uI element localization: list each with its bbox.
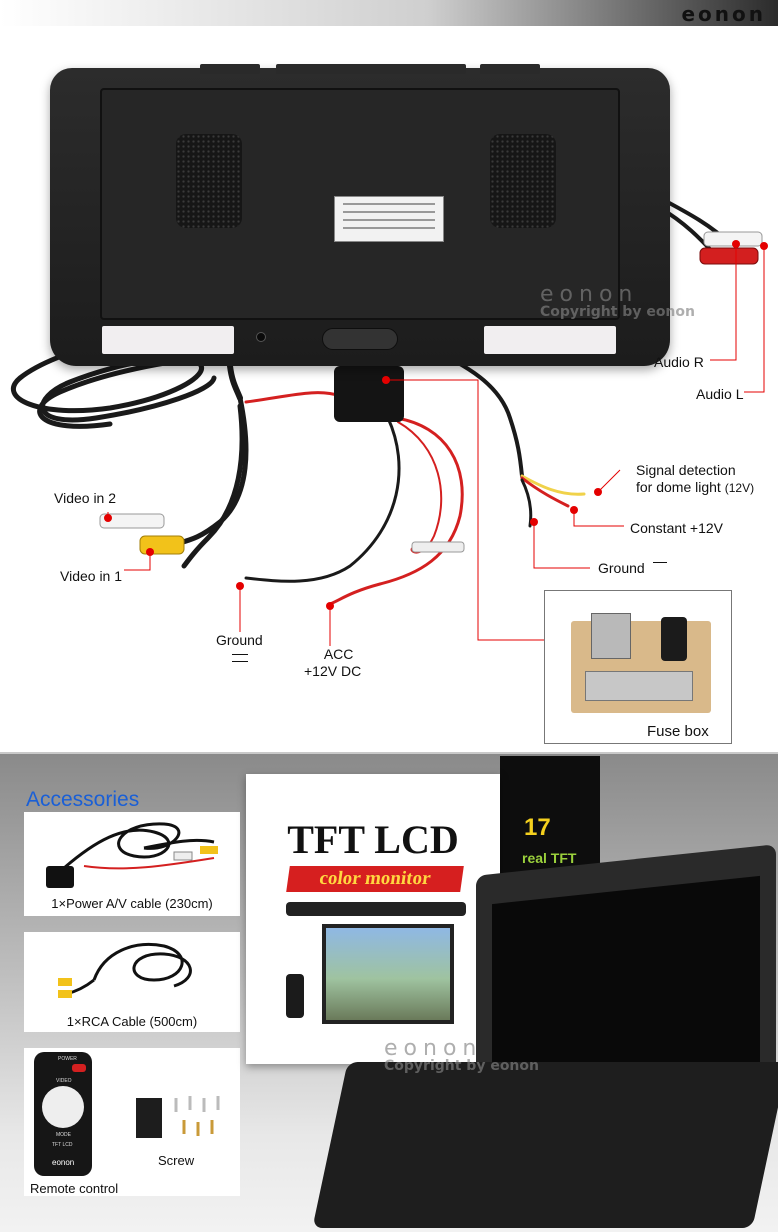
box-title: TFT LCD	[287, 817, 459, 862]
left-dome-light	[102, 326, 234, 354]
label-video-in-1: Video in 1	[60, 568, 123, 584]
callout-dot	[382, 376, 390, 384]
callout-dot	[146, 548, 154, 556]
accessories-section: Accessories 1×Power A/V cable (230cm) 1×…	[0, 754, 778, 1232]
label-fuse-box: Fuse box	[647, 723, 709, 740]
remote-dpad	[42, 1086, 84, 1128]
wiring-diagram: eonon Copyright by eonon Audio R Audio L…	[0, 26, 778, 752]
accessory-remote-and-screws: POWER VIDEO MODE TFT LCD eonon Screw Rem…	[24, 1048, 240, 1196]
label-signal-detection-line2: for dome light	[636, 479, 721, 495]
right-speaker-grille	[490, 134, 556, 228]
callout-dot	[530, 518, 538, 526]
callout-dot	[104, 514, 112, 522]
monitor-hinge	[276, 64, 466, 74]
ground-symbol-icon	[652, 562, 667, 572]
accessory-power-av-cable: 1×Power A/V cable (230cm)	[24, 812, 240, 916]
label-ground-right-text: Ground	[598, 560, 645, 576]
left-speaker-grille	[176, 134, 242, 228]
remote-model-label: TFT LCD	[52, 1142, 73, 1148]
remote-brand-label: eonon	[52, 1158, 75, 1167]
wiring-illustration	[11, 196, 765, 646]
remote-control-image: POWER VIDEO MODE TFT LCD eonon	[34, 1052, 92, 1176]
box-size-text: 17	[524, 814, 551, 841]
box-badge: real TFT	[522, 850, 577, 866]
remote-power-button	[72, 1064, 86, 1072]
callout-dot	[594, 488, 602, 496]
monitor-open-base	[312, 1062, 778, 1228]
ceiling-monitor-closed	[50, 64, 670, 366]
callout-dot	[760, 242, 768, 250]
label-acc: ACC +12V DC	[304, 646, 361, 680]
callout-dot	[570, 506, 578, 514]
brand-logo: eonon	[681, 2, 766, 26]
monitor-hinge	[200, 64, 260, 74]
right-dome-light	[484, 326, 616, 354]
fuse-box-pcb	[571, 613, 711, 713]
accessory-label: 1×RCA Cable (500cm)	[66, 1014, 198, 1029]
open-button	[322, 328, 398, 350]
callout-dot	[326, 602, 334, 610]
accessory-label-screw: Screw	[158, 1153, 195, 1168]
box-remote-photo	[286, 974, 304, 1018]
ir-sensor	[256, 332, 266, 342]
label-acc-line1: ACC	[323, 646, 354, 662]
accessories-title: Accessories	[26, 788, 140, 811]
callout-dot	[236, 582, 244, 590]
section-divider	[0, 752, 778, 754]
label-audio-r: Audio R	[654, 354, 704, 370]
remote-power-label: POWER	[58, 1056, 77, 1062]
ground-symbol-icon	[232, 654, 248, 662]
box-screen-photo	[322, 924, 454, 1024]
watermark-copyright: Copyright by eonon	[384, 1058, 539, 1074]
label-audio-l: Audio L	[696, 386, 744, 402]
header-bar: eonon	[0, 0, 778, 26]
remote-mode-label: MODE	[56, 1132, 71, 1138]
label-ground-left: Ground	[216, 632, 263, 648]
box-product-photo	[286, 902, 466, 916]
rca-cable-image	[58, 943, 192, 998]
label-video-in-2: Video in 2	[54, 490, 117, 506]
accessory-rca-cable: 1×RCA Cable (500cm)	[24, 932, 240, 1032]
label-signal-detection-voltage: (12V)	[724, 481, 755, 495]
spec-sticker	[334, 196, 444, 242]
accessory-label-remote: Remote control	[30, 1181, 119, 1196]
callout-dot	[732, 240, 740, 248]
fuse-box-inset: Fuse box	[544, 590, 732, 744]
accessory-label: 1×Power A/V cable (230cm)	[51, 896, 213, 911]
screws-image	[174, 1096, 220, 1136]
label-acc-line2: +12V DC	[304, 663, 362, 679]
label-ground-right: Ground	[598, 560, 667, 577]
product-box: TFT LCD color monitor	[246, 774, 500, 1064]
box-subtitle: color monitor	[286, 866, 464, 892]
monitor-hinge	[480, 64, 540, 74]
remote-video-label: VIDEO	[56, 1078, 72, 1084]
label-signal-detection: Signal detection for dome light (12V)	[636, 462, 754, 497]
screw-pad-image	[136, 1098, 162, 1138]
label-constant-12v: Constant +12V	[630, 520, 724, 536]
watermark-brand: eonon	[540, 282, 639, 307]
watermark-copyright: Copyright by eonon	[540, 304, 695, 320]
watermark-brand: eonon	[384, 1036, 483, 1061]
label-signal-detection-line1: Signal detection	[636, 462, 736, 478]
power-av-cable-image	[46, 822, 218, 888]
